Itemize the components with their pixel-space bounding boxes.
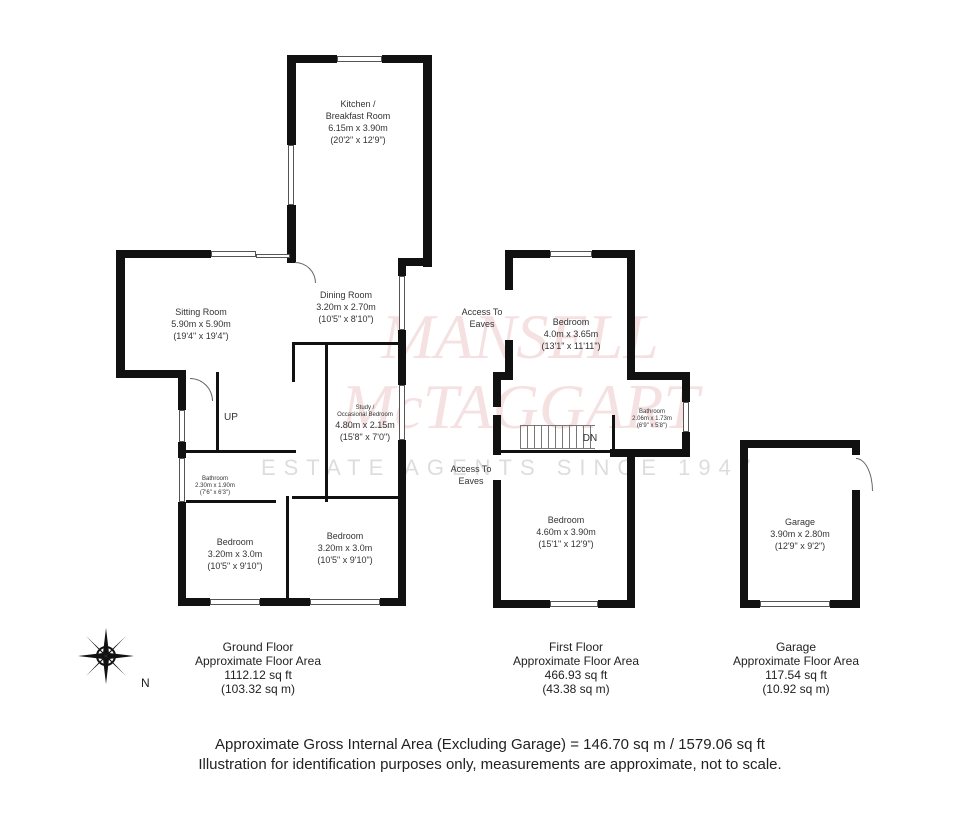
disclaimer-note: Illustration for identification purposes…	[198, 756, 782, 773]
compass-north-label: N	[141, 676, 150, 690]
staircase	[520, 425, 595, 449]
watermark-tagline: ESTATE AGENTS SINCE 1947	[260, 455, 760, 480]
stairs-down-label: DN	[582, 433, 598, 444]
gross-area-note: Approximate Gross Internal Area (Excludi…	[215, 736, 765, 753]
compass-rose-icon	[78, 628, 134, 684]
stairs-up-label: UP	[224, 412, 238, 423]
watermark-mansell: MANSELL	[381, 301, 659, 372]
